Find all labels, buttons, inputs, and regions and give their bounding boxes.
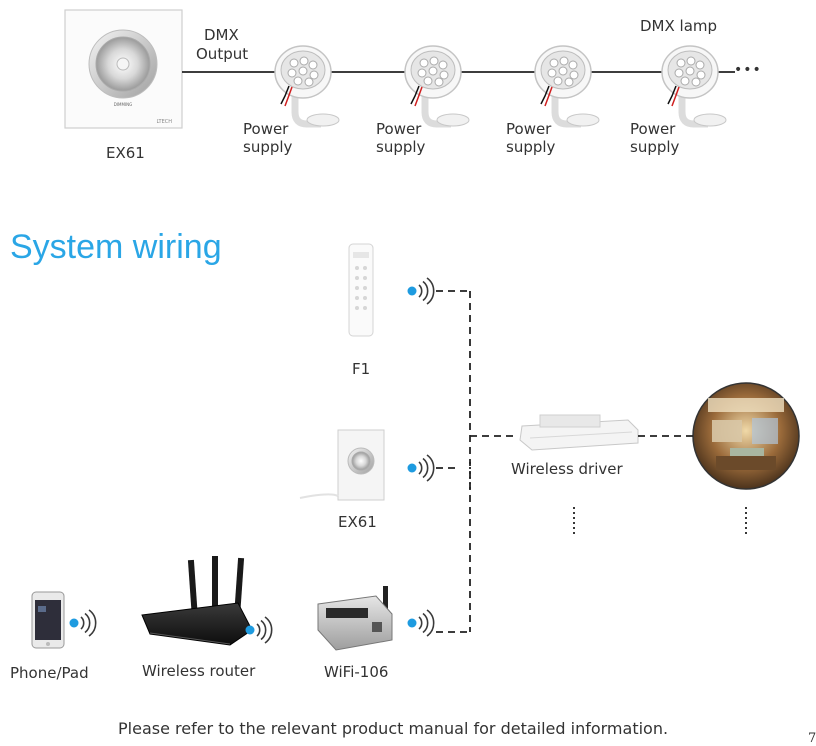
phone-label: Phone/Pad: [10, 664, 89, 682]
power-label-3a: Power: [506, 120, 552, 138]
power-label-4a: Power: [630, 120, 676, 138]
signal-icon-f1: [406, 277, 435, 305]
wifi-106-device: [317, 586, 393, 651]
power-label-4b: supply: [630, 138, 680, 156]
wireless-links: [436, 290, 693, 633]
power-label-1b: supply: [243, 138, 293, 156]
ex61-panel-top: DIMMING LTECH: [64, 9, 183, 129]
dmx-lamp-4: [662, 46, 726, 126]
room-lighting-image: [692, 382, 800, 490]
f1-remote: [348, 243, 374, 337]
panel-brand-logo: LTECH: [156, 119, 172, 125]
dmx-lamp-2: [405, 46, 469, 126]
wireless-driver-label: Wireless driver: [511, 460, 623, 478]
f1-label: F1: [352, 360, 371, 378]
signal-icon-router: [244, 616, 273, 644]
wireless-driver: [519, 414, 639, 451]
power-label-2b: supply: [376, 138, 426, 156]
dmx-lamp-1: [275, 46, 339, 126]
dmx-lamp-3: [535, 46, 599, 126]
signal-icon-wifi106: [406, 609, 435, 637]
power-label-3b: supply: [506, 138, 556, 156]
dmx-output-label-2: Output: [196, 45, 249, 63]
phone-pad: [31, 591, 65, 649]
wireless-router: [141, 556, 253, 646]
power-label-2a: Power: [376, 120, 422, 138]
router-label: Wireless router: [142, 662, 256, 680]
ex61-label: EX61: [338, 513, 377, 531]
ex61-label-top: EX61: [106, 144, 145, 162]
wifi-106-label: WiFi-106: [324, 663, 389, 681]
signal-icon-ex61: [406, 454, 435, 482]
continuation-dots: [469, 462, 747, 537]
power-label-1a: Power: [243, 120, 289, 138]
more-lamps-ellipsis: •••: [734, 62, 762, 78]
dmx-output-label-1: DMX: [204, 26, 239, 44]
panel-knob-text: DIMMING: [114, 102, 132, 107]
footer-note: Please refer to the relevant product man…: [118, 719, 669, 738]
ex61-panel: [299, 429, 385, 501]
section-title: System wiring: [10, 228, 222, 266]
dmx-lamp-label: DMX lamp: [640, 17, 718, 35]
page-number: 7: [808, 731, 816, 746]
signal-icon-phone: [68, 609, 97, 637]
